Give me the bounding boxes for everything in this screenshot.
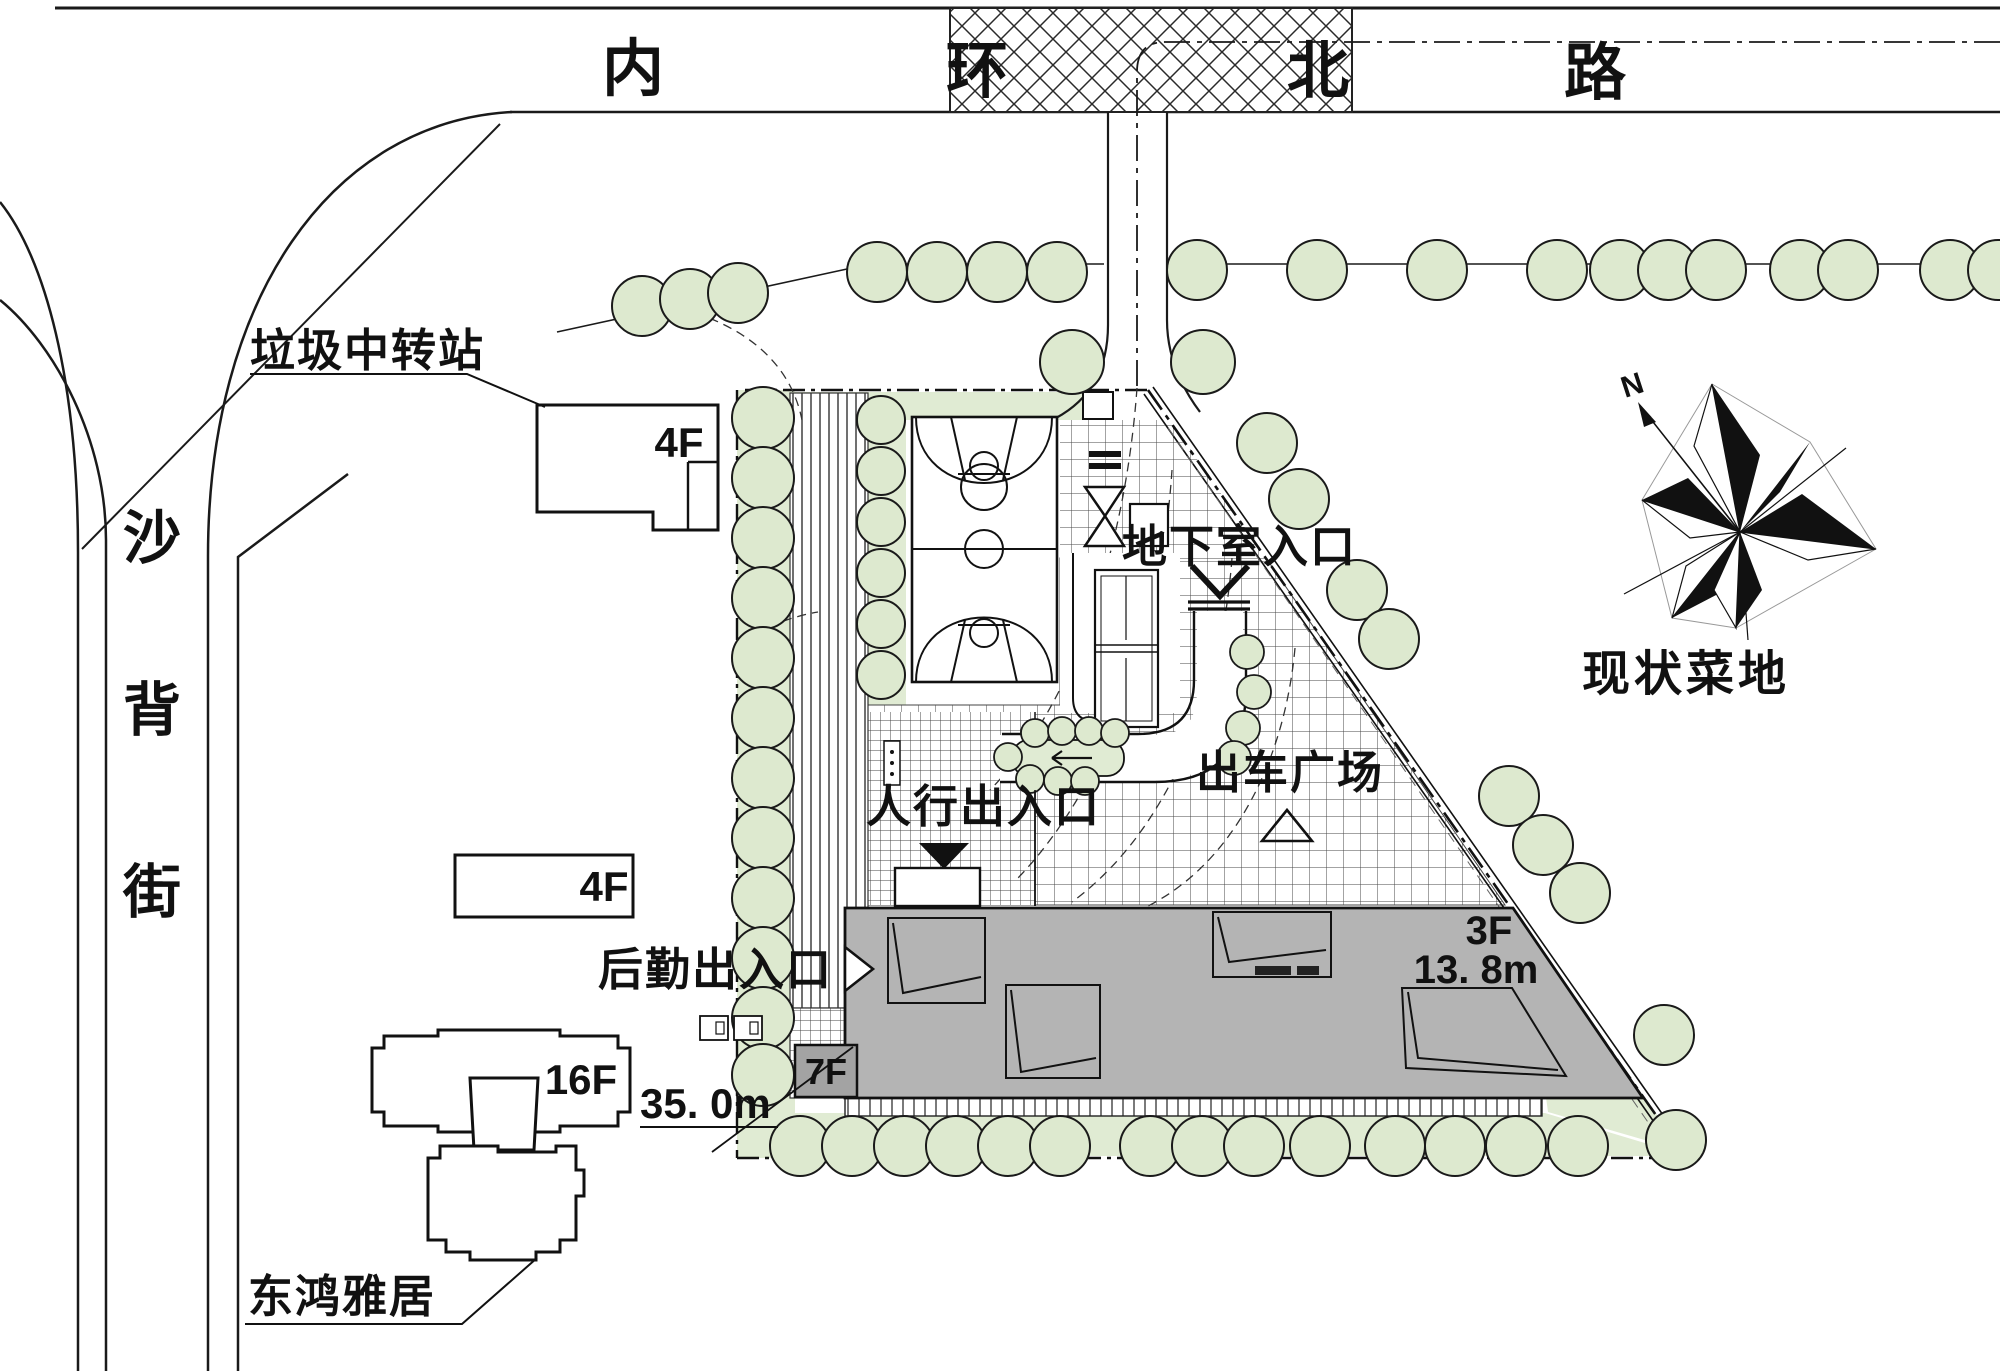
- ramp-arrow-icon: [1189, 563, 1251, 601]
- crosswalk-hatch: [949, 7, 1353, 113]
- mid-building-floors: 4F: [579, 863, 628, 910]
- leader-lines: [245, 373, 778, 1325]
- equals-icon: [1089, 451, 1121, 457]
- north-arrowhead: [1638, 402, 1656, 427]
- setback-dimension: 35. 0m: [640, 1080, 771, 1127]
- garbage-station-label: 垃圾中转站: [250, 325, 485, 376]
- basketball-court: [910, 415, 1059, 684]
- basement-entrance-label: 地下室入口: [1122, 521, 1357, 572]
- road-name-char: 环: [946, 37, 1008, 106]
- roof-skylights: [887, 911, 1568, 1079]
- main-building: [843, 906, 1646, 1100]
- street-name-char: 沙: [123, 506, 181, 571]
- hourglass-icon: [1082, 485, 1127, 519]
- text-labels: 内 环 北 路 沙 背 街 垃圾中转站 4F 地下室入口 现状菜地 人行出入口 …: [122, 35, 1790, 1322]
- street-name-char: 背: [123, 678, 181, 743]
- plaza-triangle-marker: [1259, 807, 1315, 843]
- gate-box: [1082, 391, 1114, 420]
- annex-floors: 7F: [805, 1051, 847, 1092]
- street-name-char: 街: [122, 860, 181, 925]
- left-arrow-icon: [1051, 750, 1092, 766]
- residence-floors: 16F: [545, 1056, 617, 1103]
- logistics-entrance-arrow: [843, 944, 876, 994]
- vehicle-exit-plaza-label: 出车广场: [1196, 747, 1384, 798]
- road-centerline: [1136, 41, 2000, 388]
- mid-4f-building: [453, 853, 635, 919]
- compass-rose: [1623, 383, 1877, 641]
- pedestrian-gate: [893, 866, 982, 908]
- garbage-station-building: [535, 403, 720, 532]
- annex-7f: [699, 1015, 859, 1153]
- road-name-char: 北: [1287, 37, 1349, 106]
- shrubs: [993, 634, 1272, 796]
- garbage-station-floors: 4F: [654, 419, 703, 466]
- pedestrian-entrance-label: 人行出入口: [866, 781, 1101, 832]
- road-name-char: 内: [602, 35, 664, 104]
- trees: [611, 239, 2000, 1177]
- logistics-entrance-label: 后勤出入口: [598, 944, 833, 995]
- volleyball-court: [1093, 568, 1160, 729]
- main-building-height: 13. 8m: [1414, 948, 1539, 992]
- road-name-char: 路: [1564, 39, 1627, 108]
- existing-field-label: 现状菜地: [1582, 648, 1790, 701]
- ring-road: [55, 6, 2000, 388]
- platform-box: [1128, 502, 1170, 548]
- residence-16f-building: [370, 1028, 632, 1262]
- pedestrian-entrance-arrow: [919, 843, 969, 869]
- left-street: [0, 110, 513, 1371]
- entrance-markers: [843, 740, 1315, 994]
- main-building-floors: 3F: [1466, 909, 1513, 953]
- residence-name-label: 东鸿雅居: [248, 1271, 436, 1322]
- equipment-icons: [1082, 451, 1170, 548]
